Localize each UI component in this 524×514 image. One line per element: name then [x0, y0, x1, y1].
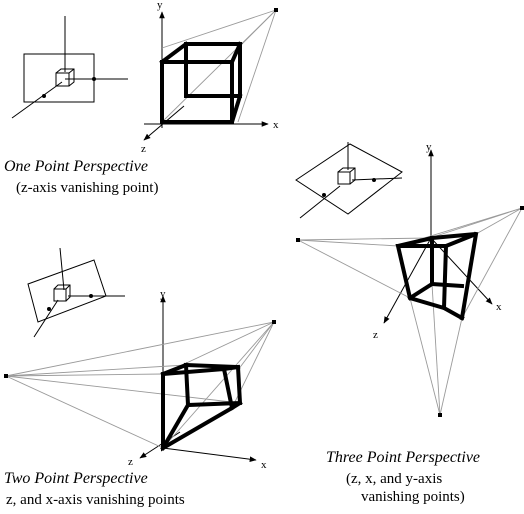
three-point-subtitle-line2: vanishing points): [361, 489, 465, 505]
two-point-perspective-lines: [5, 321, 275, 449]
two-point-cube: [160, 362, 243, 452]
one-point-cube: [159, 41, 243, 125]
three-point-z-label: z: [373, 329, 378, 341]
three-point-bottom-vanishing-point: [438, 413, 442, 417]
one-point-subtitle: (z-axis vanishing point): [16, 180, 159, 196]
two-point-subtitle: z, and x-axis vanishing points: [6, 492, 185, 508]
two-point-y-label: y: [160, 288, 166, 300]
three-point-right-vanishing-point: [520, 206, 524, 210]
three-point-camera-icon: [295, 142, 403, 219]
two-point-perspective: y x z: [4, 247, 276, 471]
three-point-perspective: y x z: [295, 141, 524, 417]
two-point-right-vanishing-point: [272, 320, 276, 324]
one-point-title: One Point Perspective: [4, 158, 148, 175]
one-point-x-label: x: [273, 119, 279, 131]
three-point-subtitle-line1: (z, x, and y-axis: [346, 471, 443, 487]
one-point-vanishing-point: [274, 8, 278, 12]
two-point-left-vanishing-point: [4, 374, 8, 378]
two-point-title: Two Point Perspective: [4, 470, 148, 487]
two-point-x-label: x: [261, 459, 267, 471]
three-point-perspective-lines: [297, 207, 523, 416]
three-point-left-vanishing-point: [296, 238, 300, 242]
two-point-z-label: z: [128, 456, 133, 468]
three-point-y-label: y: [426, 141, 432, 153]
one-point-camera-icon: [11, 16, 128, 119]
three-point-x-label: x: [496, 301, 502, 313]
three-point-x-axis: [430, 237, 493, 305]
one-point-perspective: y x z: [11, 0, 279, 155]
one-point-perspective-lines: [161, 9, 277, 123]
one-point-z-label: z: [141, 143, 146, 155]
three-point-cube: [395, 231, 479, 321]
three-point-title: Three Point Perspective: [326, 449, 481, 466]
two-point-camera-icon: [27, 247, 125, 338]
one-point-y-label: y: [157, 0, 163, 11]
two-point-x-axis: [162, 447, 257, 462]
